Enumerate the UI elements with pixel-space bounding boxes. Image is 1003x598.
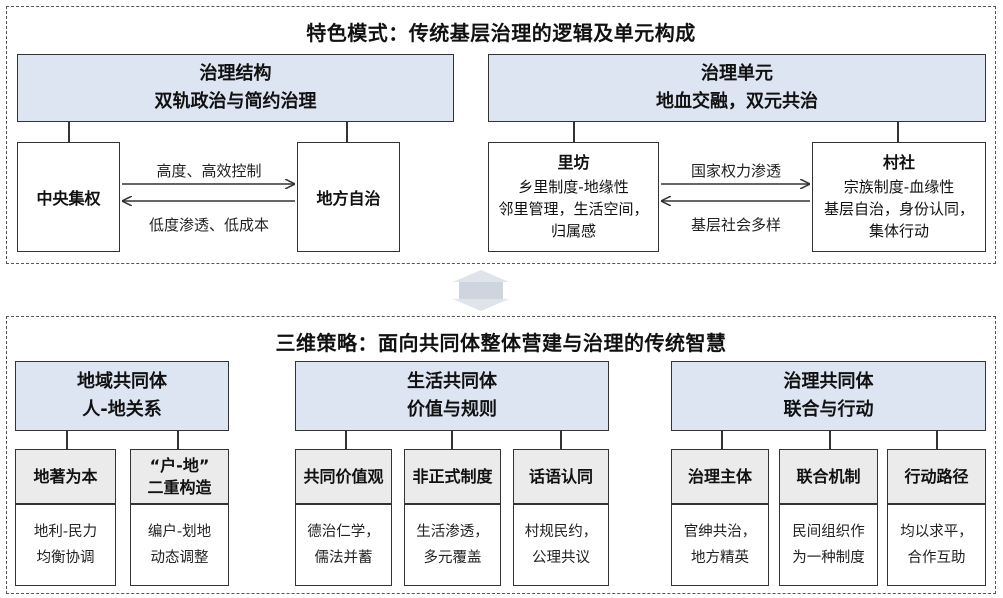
item-title: 地著为本 <box>33 466 98 486</box>
item-body: 村规民约， 公理共议 <box>513 504 609 586</box>
arrow-label-penetration: 低度渗透、低成本 <box>148 216 269 234</box>
connector-line <box>573 122 575 142</box>
item-header: 非正式制度 <box>404 449 501 504</box>
item-body-line: 均以求平， <box>900 524 973 540</box>
cunshe-line3: 集体行动 <box>868 222 929 240</box>
lifang-line2: 邻里管理，生活空间， <box>498 200 649 218</box>
central-power-label: 中央集权 <box>36 189 101 208</box>
item-body: 地利-民力 均衡协调 <box>15 504 116 586</box>
group-subtitle: 价值与规则 <box>407 399 497 420</box>
group-header-territory: 地域共同体 人-地关系 <box>15 361 229 431</box>
arrow-label-diversity: 基层社会多样 <box>690 216 781 234</box>
cunshe-box: 村社 宗族制度-血缘性 基层自治，身份认同， 集体行动 <box>812 142 986 252</box>
group-header-governance: 治理共同体 联合与行动 <box>671 361 986 431</box>
item-body-line: 地利-民力 <box>33 524 98 540</box>
item-title-line2: 二重构造 <box>147 477 212 497</box>
item-header: 治理主体 <box>671 449 769 504</box>
item-header: 共同价值观 <box>295 449 392 504</box>
group-subtitle: 人-地关系 <box>82 399 162 420</box>
cunshe-line1: 宗族制度-血缘性 <box>843 178 955 196</box>
connector-line <box>897 122 899 142</box>
connector-line <box>560 431 562 449</box>
structure-title: 治理结构 <box>199 63 272 84</box>
connector-line <box>829 431 831 449</box>
connector-line <box>68 122 70 142</box>
item-body-line: 动态调整 <box>150 550 209 566</box>
item-title: “户-地” <box>149 455 210 475</box>
item-title: 行动路径 <box>904 466 969 486</box>
arrow-label-state-power: 国家权力渗透 <box>690 162 781 180</box>
item-header: 行动路径 <box>887 449 986 504</box>
group-subtitle: 联合与行动 <box>783 399 874 420</box>
item-body: 德治仁学， 儒法并蓄 <box>295 504 392 586</box>
central-power-box: 中央集权 <box>17 142 120 252</box>
item-title: 共同价值观 <box>303 466 384 486</box>
arrow-label-control: 高度、高效控制 <box>156 162 262 180</box>
group-header-life: 生活共同体 价值与规则 <box>295 361 609 431</box>
connector-line <box>66 431 68 449</box>
connector-line <box>345 431 347 449</box>
item-header: 话语认同 <box>513 449 609 504</box>
lifang-line3: 归属感 <box>550 222 596 240</box>
item-body-line: 德治仁学， <box>307 524 380 540</box>
lifang-name: 里坊 <box>557 153 590 172</box>
item-body-line: 多元覆盖 <box>423 550 482 566</box>
local-autonomy-box: 地方自治 <box>297 142 400 252</box>
item-body: 民间组织作 为一种制度 <box>779 504 878 586</box>
item-body: 官绅共治， 地方精英 <box>671 504 769 586</box>
lifang-line1: 乡里制度-地缘性 <box>518 178 629 196</box>
item-body: 编户-划地 动态调整 <box>130 504 229 586</box>
item-header: 地著为本 <box>15 449 116 504</box>
item-body-line: 儒法并蓄 <box>314 550 373 566</box>
top-title: 特色模式：传统基层治理的逻辑及单元构成 <box>306 21 696 45</box>
cunshe-name: 村社 <box>882 153 915 172</box>
lifang-box: 里坊 乡里制度-地缘性 邻里管理，生活空间， 归属感 <box>488 142 659 252</box>
item-body-line: 编户-划地 <box>147 524 212 540</box>
item-body-line: 民间组织作 <box>792 524 865 540</box>
item-body-line: 地方精英 <box>691 550 749 566</box>
structure-subtitle: 双轨政治与简约治理 <box>154 91 317 112</box>
unit-subtitle: 地血交融，双元共治 <box>656 91 818 112</box>
item-body-line: 为一种制度 <box>792 550 865 566</box>
group-title: 生活共同体 <box>407 371 497 392</box>
top-panel: 特色模式：传统基层治理的逻辑及单元构成 <box>6 6 996 264</box>
item-body-line: 生活渗透， <box>416 524 489 540</box>
item-title: 话语认同 <box>528 466 593 486</box>
connector-line <box>346 122 348 142</box>
unit-header: 治理单元 地血交融，双元共治 <box>488 54 986 122</box>
local-autonomy-label: 地方自治 <box>316 189 381 208</box>
connector-line <box>936 431 938 449</box>
item-body-line: 官绅共治， <box>683 524 757 540</box>
item-body-line: 村规民约， <box>524 524 598 540</box>
item-header: “户-地” 二重构造 <box>130 449 229 504</box>
group-title: 治理共同体 <box>783 371 874 392</box>
item-body: 均以求平， 合作互助 <box>887 504 986 586</box>
double-arrow-icon <box>453 270 509 311</box>
connector-line <box>451 431 453 449</box>
item-body: 生活渗透， 多元覆盖 <box>404 504 501 586</box>
bottom-panel: 三维策略：面向共同体整体营建与治理的传统智慧 <box>6 316 996 594</box>
item-body-line: 公理共议 <box>532 550 590 566</box>
item-header: 联合机制 <box>779 449 878 504</box>
connector-line <box>721 431 723 449</box>
item-title: 非正式制度 <box>412 466 493 486</box>
unit-title: 治理单元 <box>701 63 773 84</box>
bottom-title: 三维策略：面向共同体整体营建与治理的传统智慧 <box>275 331 727 355</box>
item-title: 联合机制 <box>796 466 861 486</box>
item-body-line: 合作互助 <box>907 550 966 566</box>
item-title: 治理主体 <box>687 466 752 486</box>
cunshe-line2: 基层自治，身份认同， <box>823 200 974 218</box>
group-title: 地域共同体 <box>77 371 167 392</box>
structure-header: 治理结构 双轨政治与简约治理 <box>17 54 454 122</box>
connector-line <box>177 431 179 449</box>
item-body-line: 均衡协调 <box>36 550 95 566</box>
